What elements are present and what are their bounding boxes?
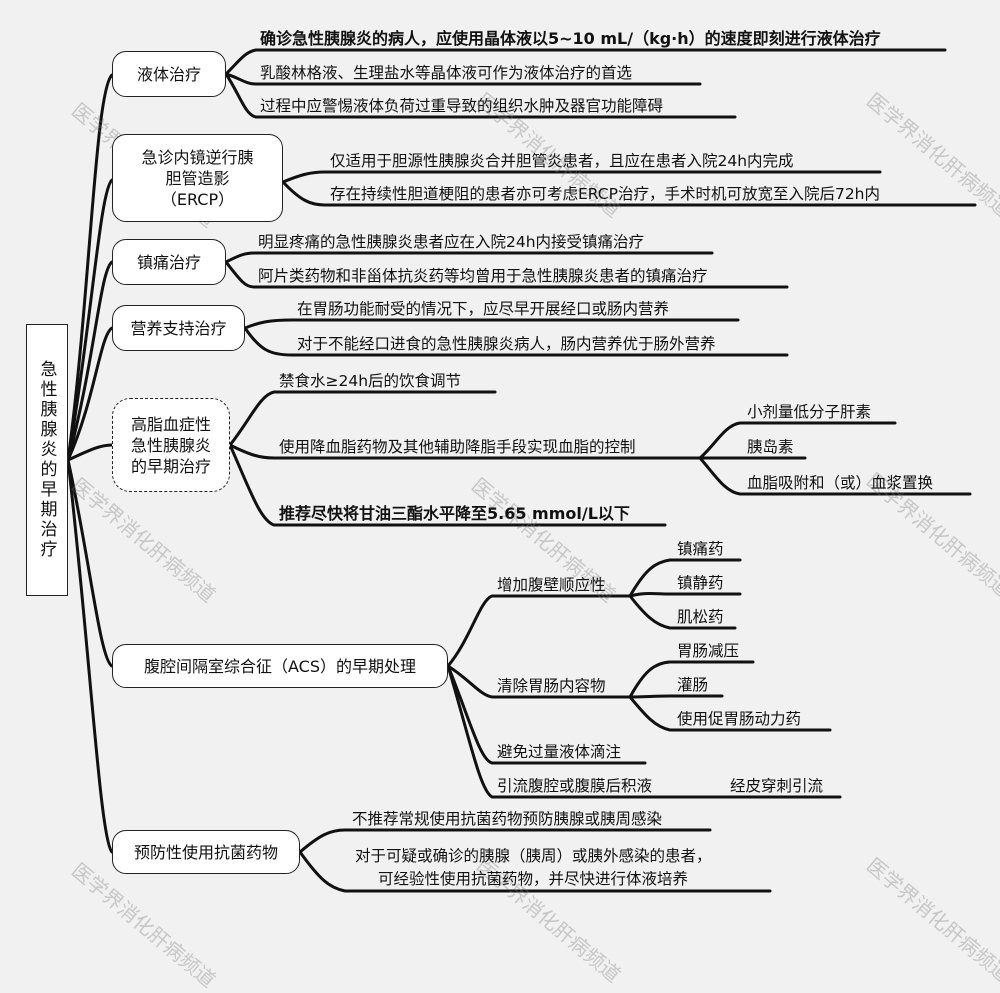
lipid-item-3: 推荐尽快将甘油三酯水平降至5.65 mmol/L以下 [279, 504, 630, 523]
fluid-item-2: 乳酸林格液、生理盐水等晶体液可作为液体治疗的首选 [260, 64, 633, 82]
branch-acs: 腹腔间隔室综合征（ACS）的早期处理 [112, 644, 448, 688]
branch-ercp-line1: 急诊内镜逆行胰 [141, 147, 254, 167]
acs-sub2-3: 使用促胃肠动力药 [677, 710, 802, 728]
lipid-item-1: 禁食水≥24h后的饮食调节 [279, 372, 462, 390]
acs-sub1-1: 镇痛药 [677, 540, 724, 558]
branch-nutrition: 营养支持治疗 [112, 305, 245, 351]
branch-ercp-line3: （ERCP） [160, 189, 235, 209]
branch-antibiotics: 预防性使用抗菌药物 [112, 830, 300, 874]
branch-fluid-therapy: 液体治疗 [112, 51, 226, 97]
antibiotic-item-3: 可经验性使用抗菌药物，并尽快进行体液培养 [378, 870, 689, 888]
connector-lines [66, 48, 977, 893]
fluid-item-3: 过程中应警惕液体负荷过重导致的组织水肿及器官功能障碍 [260, 97, 664, 115]
antibiotic-item-2: 对于可疑或确诊的胰腺（胰周）或胰外感染的患者， [355, 847, 712, 865]
nutrition-item-2: 对于不能经口进食的急性胰腺炎病人，肠内营养优于肠外营养 [297, 335, 716, 353]
antibiotic-item-1: 不推荐常规使用抗菌药物预防胰腺或胰周感染 [352, 810, 663, 828]
fluid-item-1: 确诊急性胰腺炎的病人，应使用晶体液以5~10 mL/（kg·h）的速度即刻进行液… [260, 29, 881, 48]
branch-hyperlipidemic-line3: 的早期治疗 [130, 456, 211, 476]
acs-sub1-3: 肌松药 [677, 608, 724, 626]
acs-item-4: 引流腹腔或腹膜后积液 [497, 777, 653, 795]
lipid-sub-2: 胰岛素 [747, 438, 794, 456]
branch-hyperlipidemic-line1: 高脂血症性 [130, 414, 211, 434]
branch-hyperlipidemic: 高脂血症性 急性胰腺炎 的早期治疗 [112, 398, 230, 492]
branch-hyperlipidemic-line2: 急性胰腺炎 [130, 435, 211, 455]
ercp-item-2: 存在持续性胆道梗阻的患者亦可考虑ERCP治疗，手术时机可放宽至入院后72h内 [330, 185, 881, 203]
branch-ercp: 急诊内镜逆行胰 胆管造影 （ERCP） [112, 134, 283, 222]
acs-sub2-1: 胃肠减压 [677, 642, 740, 660]
analgesia-item-1: 明显疼痛的急性胰腺炎患者应在入院24h内接受镇痛治疗 [258, 233, 645, 251]
lipid-sub-1: 小剂量低分子肝素 [747, 403, 872, 421]
acs-sub1-2: 镇静药 [677, 574, 724, 592]
root-node: 急性胰腺炎的早期治疗 [26, 324, 68, 596]
branch-analgesia: 镇痛治疗 [112, 239, 226, 285]
acs-item-3: 避免过量液体滴注 [497, 743, 622, 761]
lipid-sub-3: 血脂吸附和（或）血浆置换 [747, 474, 934, 492]
acs-item-1: 增加腹壁顺应性 [497, 576, 606, 594]
acs-item-2: 清除胃肠内容物 [497, 677, 606, 695]
acs-sub2-2: 灌肠 [677, 676, 709, 694]
nutrition-item-1: 在胃肠功能耐受的情况下，应尽早开展经口或肠内营养 [297, 300, 670, 318]
branch-ercp-line2: 胆管造影 [165, 168, 230, 188]
analgesia-item-2: 阿片类药物和非甾体抗炎药等均曾用于急性胰腺炎患者的镇痛治疗 [258, 267, 708, 285]
lipid-item-2: 使用降血脂药物及其他辅助降脂手段实现血脂的控制 [279, 438, 636, 456]
ercp-item-1: 仅适用于胆源性胰腺炎合并胆管炎患者，且应在患者入院24h内完成 [330, 152, 794, 170]
acs-sub4-1: 经皮穿刺引流 [730, 777, 824, 795]
